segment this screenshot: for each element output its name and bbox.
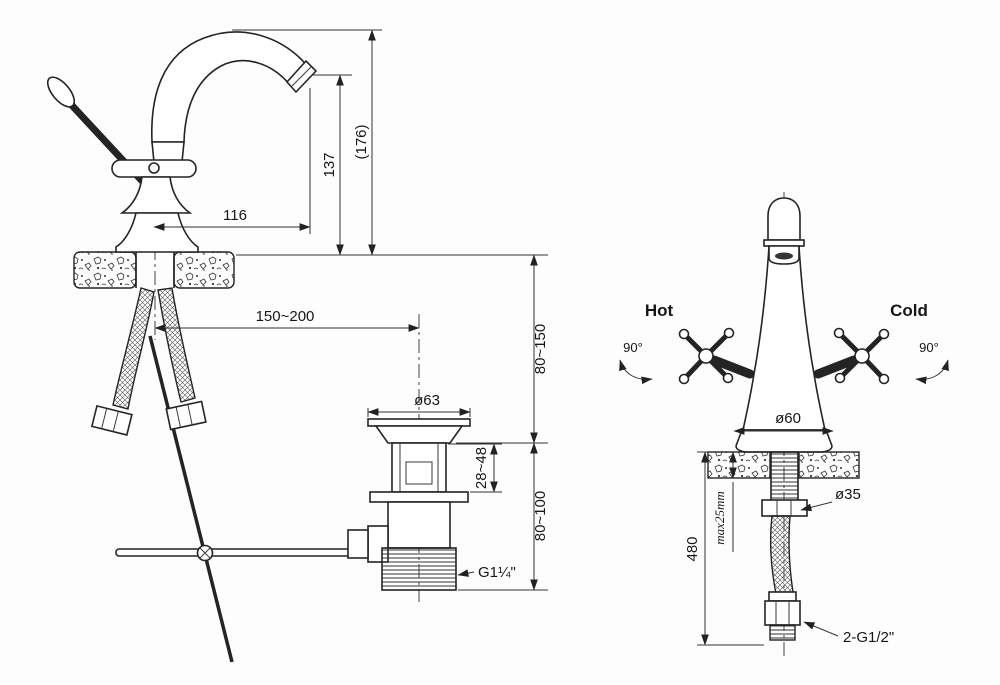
hose-hex-nut bbox=[764, 600, 801, 626]
leader-g114 bbox=[457, 569, 475, 577]
dim-deck-to-drain: 80~150 bbox=[532, 324, 549, 374]
label-hot: Hot bbox=[645, 301, 674, 320]
hose-end-fitting bbox=[769, 624, 796, 641]
front-view: Hot Cold 90° 90° ø60 ø35 max25mm 480 2-G… bbox=[619, 192, 949, 658]
deck-side bbox=[73, 251, 235, 289]
deck-front bbox=[707, 451, 860, 479]
drain-cone bbox=[374, 425, 464, 444]
handle-right-tip-ne bbox=[878, 328, 890, 340]
dim-spout-reach: 116 bbox=[223, 207, 247, 224]
dim-hose-thread: 2-G1/2" bbox=[843, 629, 894, 646]
handle-left-tip-sw bbox=[678, 373, 690, 385]
dim-spout-height: 137 bbox=[321, 152, 338, 177]
dim-shank-dia: ø35 bbox=[835, 486, 861, 503]
faucet-side bbox=[46, 31, 318, 253]
handle-left bbox=[678, 327, 755, 385]
aerator-outlet bbox=[775, 252, 793, 260]
dim-overall-height: (176) bbox=[353, 124, 370, 159]
handle-bell bbox=[119, 176, 193, 214]
drain-mid-flange bbox=[369, 491, 469, 503]
handle-left-tip-se bbox=[722, 372, 734, 384]
dim-drain-adjust: 28~48 bbox=[473, 447, 490, 489]
dim-base-dia: ø60 bbox=[775, 410, 801, 427]
locknut bbox=[761, 499, 808, 517]
base-flare-side bbox=[115, 212, 199, 253]
base-flange-front bbox=[735, 429, 833, 453]
label-cold: Cold bbox=[890, 301, 928, 320]
spout-dome-front bbox=[767, 197, 801, 241]
dim-drain-flange-dia: ø63 bbox=[414, 392, 440, 409]
dim-hose-length: 480 bbox=[684, 536, 701, 561]
hose-nut-left bbox=[90, 404, 133, 436]
dim-rotation-right: 90° bbox=[919, 340, 939, 355]
dimensions-front: Hot Cold 90° 90° ø60 ø35 max25mm 480 2-G… bbox=[619, 301, 949, 646]
drain-threaded-section bbox=[381, 547, 457, 591]
handle-screw bbox=[148, 162, 160, 174]
dim-drain-body-range: 80~100 bbox=[532, 491, 549, 541]
dim-rotation-left: 90° bbox=[623, 340, 643, 355]
spout-side bbox=[151, 31, 310, 143]
threaded-shank bbox=[770, 451, 799, 503]
lever-paddle bbox=[46, 76, 76, 108]
drain-lower-body bbox=[387, 501, 451, 549]
handle-right-hub bbox=[854, 348, 870, 364]
drain-top-flange bbox=[367, 418, 471, 427]
pop-up-rod bbox=[115, 335, 359, 663]
supply-hoses-side bbox=[90, 287, 207, 436]
handle-left-hub bbox=[698, 348, 714, 364]
rotation-arrow-right bbox=[915, 359, 949, 385]
undermount-front bbox=[761, 451, 808, 641]
handle-right-tip-se bbox=[878, 373, 890, 385]
drain-assembly bbox=[347, 418, 471, 591]
hose-nut-right bbox=[165, 400, 207, 431]
hose-collar bbox=[768, 591, 797, 602]
hose-left bbox=[112, 287, 155, 410]
hose-front bbox=[769, 515, 794, 595]
dim-max-deck-thickness: max25mm bbox=[712, 491, 727, 544]
neck-side bbox=[151, 141, 185, 163]
rotation-arrow-left bbox=[619, 359, 653, 385]
dim-drain-thread: G1¼" bbox=[478, 564, 516, 581]
dimensions-side: 116 137 (176) 150~200 80~150 80~100 ø63 … bbox=[153, 29, 549, 591]
horizontal-linkage-rod bbox=[115, 548, 359, 557]
handle-right-tip-nw bbox=[833, 327, 845, 339]
dim-drain-offset: 150~200 bbox=[256, 308, 315, 325]
drain-tailpiece-nut bbox=[347, 529, 369, 559]
handle-right-tip-sw bbox=[834, 372, 846, 384]
side-view: 116 137 (176) 150~200 80~150 80~100 ø63 … bbox=[46, 29, 549, 663]
handle-left-tip-ne bbox=[723, 327, 735, 339]
handle-left-tip-nw bbox=[678, 328, 690, 340]
leader-d35 bbox=[800, 501, 833, 512]
handle-right bbox=[813, 327, 890, 385]
overflow-window bbox=[405, 461, 433, 485]
faucet-front bbox=[678, 197, 890, 453]
spout-collar-front bbox=[763, 239, 805, 247]
leader-2g12 bbox=[803, 621, 839, 637]
